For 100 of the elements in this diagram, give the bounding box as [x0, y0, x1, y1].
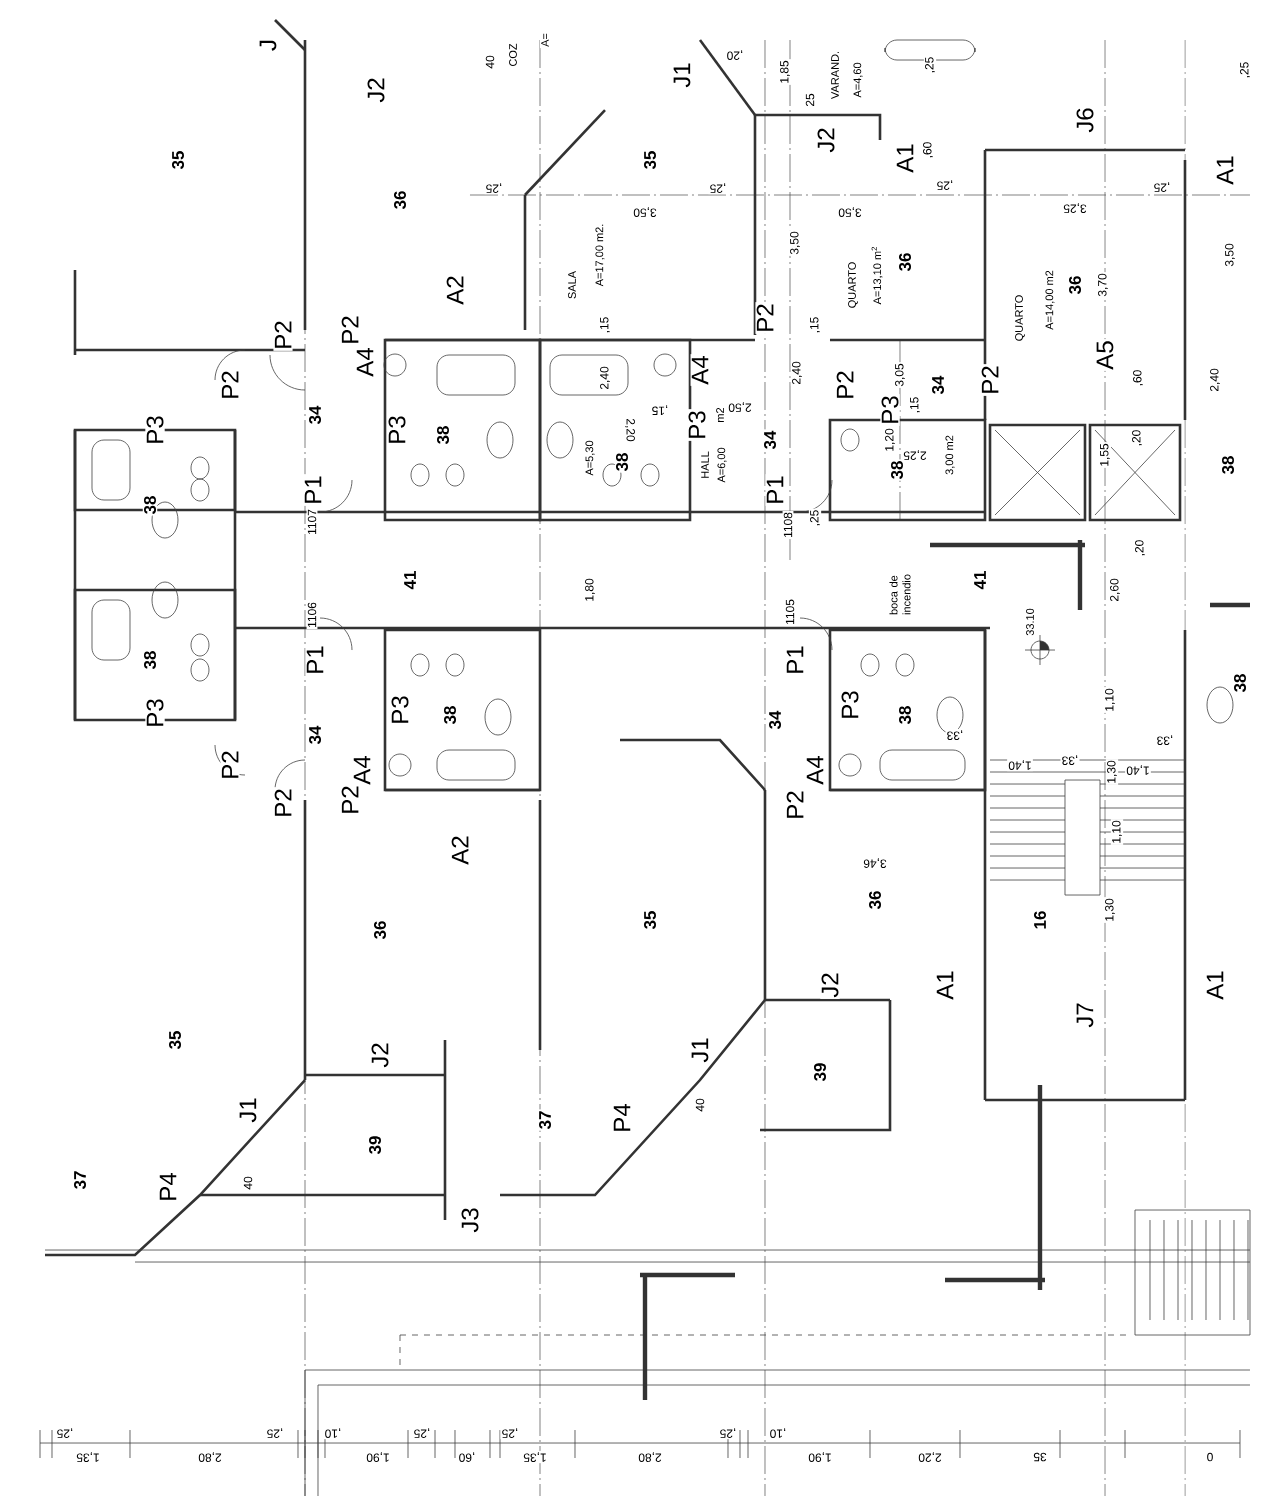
room-number: 39	[367, 1134, 383, 1156]
room-number: 38	[142, 494, 158, 516]
opening-code: J	[258, 37, 278, 53]
dimension-text: ,25	[500, 1426, 520, 1440]
room-number: 41	[972, 569, 988, 591]
dimension-text: 1105	[784, 597, 796, 627]
room-text: 3,00 m2	[944, 433, 956, 477]
room-number: 35	[642, 909, 658, 931]
dimension-text: ,15	[808, 315, 822, 335]
room-number: 38	[1220, 454, 1236, 476]
opening-code: P1	[785, 644, 805, 676]
dimension-text: ,15	[650, 403, 670, 417]
room-number: 38	[1232, 672, 1248, 694]
dimension-text: 2,25	[902, 448, 928, 462]
opening-code: P3	[390, 694, 410, 726]
opening-code: P2	[785, 789, 805, 821]
room-text: VARAND.	[830, 49, 840, 101]
room-number: 35	[642, 149, 658, 171]
dimension-text: ,15	[598, 315, 612, 335]
dimension-text: 2,60	[1108, 577, 1122, 603]
opening-code: P2	[755, 302, 775, 334]
room-number: 34	[930, 374, 946, 396]
opening-code: P4	[612, 1102, 632, 1134]
opening-code: J2	[820, 971, 840, 999]
dimension-text: 1,80	[583, 577, 597, 603]
opening-code: A4	[805, 754, 825, 786]
opening-code: A4	[352, 754, 372, 786]
opening-code: P3	[387, 414, 407, 446]
room-text: QUARTO	[846, 260, 860, 310]
opening-code: P2	[340, 784, 360, 816]
dimension-text: ,10	[323, 1426, 343, 1440]
dimension-text: ,20	[725, 48, 745, 62]
dimension-text: 2,80	[197, 1450, 223, 1464]
room-text: A=17,00 m2.	[594, 222, 606, 288]
dimension-text: 2,40	[598, 365, 612, 391]
room-text: m2	[714, 406, 726, 424]
room-number: 36	[392, 189, 408, 211]
room-number: 34	[762, 429, 778, 451]
room-text: A=	[540, 31, 550, 49]
opening-code: P1	[305, 644, 325, 676]
opening-code: J3	[460, 1206, 480, 1234]
opening-code: A4	[355, 346, 375, 378]
opening-code: A5	[1095, 339, 1115, 371]
room-text: A=4,60	[852, 61, 864, 99]
dimension-text: 1107	[306, 507, 318, 537]
opening-code: A1	[935, 969, 955, 1001]
dimension-text: ,20	[1133, 538, 1147, 558]
opening-code: A1	[895, 142, 915, 174]
opening-code: P3	[880, 394, 900, 426]
dimension-text: ,10	[768, 1426, 788, 1440]
dimension-text: 40	[484, 54, 496, 70]
opening-code: J7	[1075, 1001, 1095, 1029]
room-text: COZ	[507, 42, 519, 68]
room-number: 37	[537, 1109, 553, 1131]
opening-code: P3	[687, 409, 707, 441]
dimension-text: 1,35	[75, 1450, 101, 1464]
dimension-text: 3,50	[788, 230, 802, 256]
room-number: 38	[142, 649, 158, 671]
dimension-text: ,25	[923, 55, 937, 75]
dimension-text: 3,05	[893, 362, 907, 388]
dimension-text: 1,10	[1110, 819, 1124, 845]
dimension-text: 3,50	[1223, 242, 1237, 268]
dimension-text: 1,20	[883, 427, 897, 453]
dimension-text: ,25	[1238, 60, 1252, 80]
opening-code: P3	[840, 689, 860, 721]
dimension-text: 40	[242, 1175, 254, 1191]
opening-code: P4	[158, 1171, 178, 1203]
opening-code: A2	[445, 274, 465, 306]
opening-code: J1	[690, 1036, 710, 1064]
dimension-text: 3,70	[1096, 272, 1110, 298]
dimension-text: ,25	[718, 1426, 738, 1440]
room-number: 38	[435, 424, 451, 446]
opening-code: P1	[765, 474, 785, 506]
dimension-text: ,25	[935, 178, 955, 192]
opening-code: P1	[303, 474, 323, 506]
dimension-text: ,33	[1155, 733, 1175, 747]
room-number: 34	[767, 709, 783, 731]
dimension-text: 1,85	[778, 59, 792, 85]
dimension-text: 35	[1032, 1451, 1048, 1463]
opening-code: A2	[450, 834, 470, 866]
dimension-text: 2,40	[1208, 367, 1222, 393]
room-number: 38	[897, 704, 913, 726]
dimension-text: 1,90	[365, 1450, 391, 1464]
opening-code: P2	[273, 319, 293, 351]
dimension-text: ,20	[1130, 428, 1144, 448]
opening-code: A1	[1205, 969, 1225, 1001]
dimension-text: 2,20	[623, 417, 637, 443]
room-number: 34	[307, 724, 323, 746]
dimension-text: 25	[804, 92, 816, 108]
dimension-text: 3,50	[837, 205, 863, 219]
opening-code: P2	[835, 369, 855, 401]
opening-code: P2	[340, 314, 360, 346]
room-number: 36	[897, 251, 913, 273]
opening-code: J1	[672, 61, 692, 89]
dimension-text: ,25	[1152, 180, 1172, 194]
dimension-text: 0	[1205, 1451, 1215, 1463]
room-number: 38	[614, 451, 630, 473]
dimension-text: 1,10	[1103, 687, 1117, 713]
dimension-text: 1108	[782, 510, 794, 540]
dimension-text: ,15	[908, 395, 922, 415]
